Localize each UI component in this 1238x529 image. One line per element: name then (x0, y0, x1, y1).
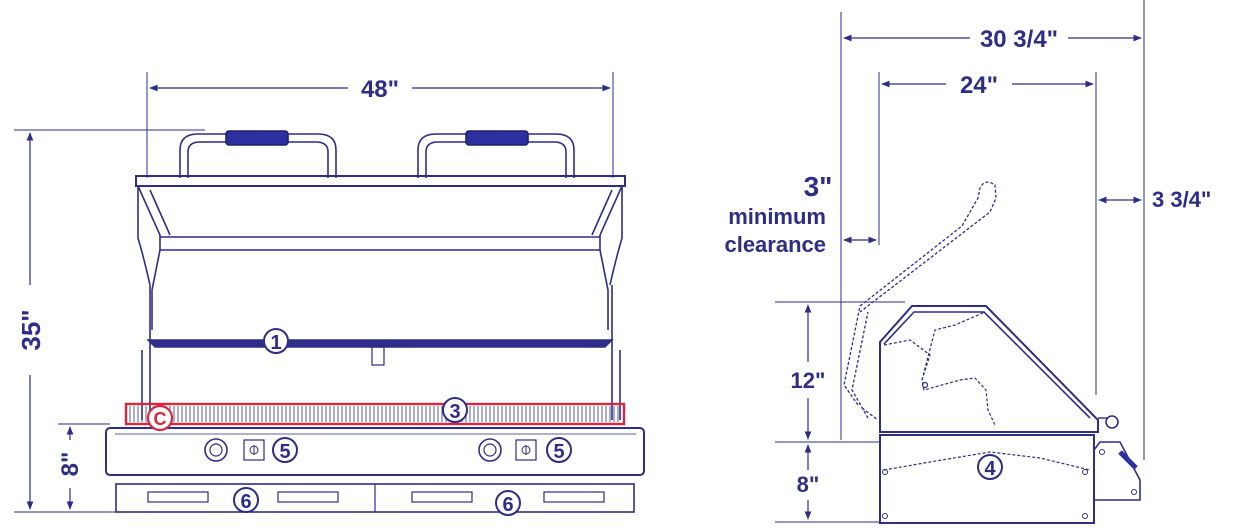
svg-text:4: 4 (984, 458, 996, 480)
base-height-dimension (58, 423, 110, 510)
hood-interior (883, 311, 996, 426)
hood-height-label: 12" (791, 368, 826, 393)
open-lid-outline (843, 181, 997, 421)
storage-drawers (115, 483, 635, 513)
height-label: 35" (16, 309, 46, 350)
side-view-labels: 30 3/4" 24" 3 3/4" 3" minimum clearance … (724, 24, 1211, 497)
svg-text:1: 1 (270, 332, 281, 354)
width-label: 48" (361, 76, 399, 103)
callout-drawer-right: 6 (495, 490, 521, 516)
side-view (775, 0, 1145, 524)
callout-warming-rack: 1 (263, 328, 289, 354)
drawer-handle-1 (147, 491, 209, 503)
clearance-text-1: minimum (728, 204, 826, 229)
grill-body (141, 285, 621, 420)
svg-text:6: 6 (502, 494, 513, 516)
front-view (14, 72, 645, 513)
knob-right (478, 438, 502, 462)
drawer-handle-2 (277, 491, 339, 503)
rack-bracket (371, 346, 385, 366)
callout-knob-left: 5 (272, 437, 298, 463)
front-view-labels: 48" 35" 8" (16, 74, 410, 476)
front-callouts: 1 3 C 5 5 6 6 (146, 328, 572, 516)
rear-offset-label: 3 3/4" (1152, 187, 1211, 212)
clearance-text-2: clearance (724, 232, 826, 257)
svg-text:5: 5 (279, 441, 290, 463)
control-panel (105, 427, 645, 476)
svg-text:C: C (154, 409, 167, 429)
handle-grip-right (465, 130, 529, 146)
drawer-handle-3 (411, 491, 473, 503)
igniter-right (515, 439, 537, 461)
callout-drawer-left: 6 (233, 487, 259, 513)
callout-base-panel: 4 (977, 454, 1003, 480)
callout-grate-corner: C (146, 404, 174, 432)
svg-text:5: 5 (553, 441, 564, 463)
warming-rack (146, 339, 614, 366)
open-lid (135, 175, 626, 330)
clearance-value: 3" (804, 171, 833, 202)
svg-text:6: 6 (240, 491, 251, 513)
svg-text:3: 3 (449, 401, 460, 423)
igniter-left (243, 439, 265, 461)
side-base-height-label: 8" (797, 472, 820, 497)
depth-label: 24" (960, 72, 998, 99)
cooking-grate (124, 402, 626, 426)
drawer-handle-4 (543, 491, 605, 503)
callout-grate: 3 (442, 397, 468, 423)
grate-bars (129, 406, 619, 422)
handle-grip-left (225, 130, 289, 146)
overall-depth-label: 30 3/4" (980, 26, 1058, 53)
base-height-label: 8" (57, 452, 84, 477)
callout-knob-right: 5 (546, 437, 572, 463)
knob-left (204, 438, 228, 462)
lid-handles (179, 130, 575, 178)
base-box (879, 434, 1095, 524)
side-control-knob (1093, 441, 1141, 501)
width-dimension (146, 72, 614, 178)
hood (879, 305, 1119, 433)
